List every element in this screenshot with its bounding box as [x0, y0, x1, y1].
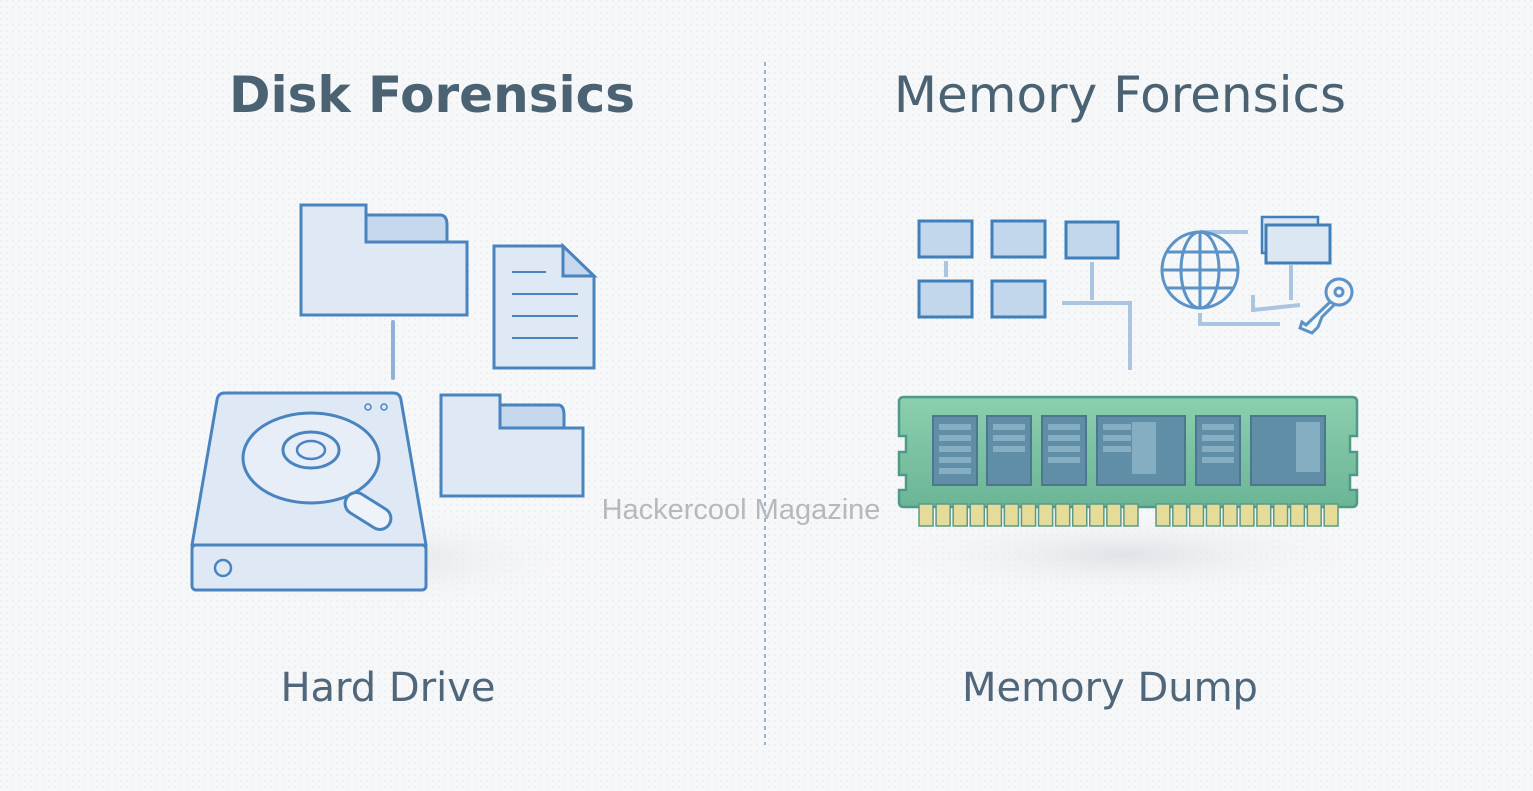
- ram-pin: [935, 503, 951, 527]
- ram-pin: [952, 503, 968, 527]
- document-icon: [492, 242, 598, 370]
- ram-pin: [1289, 503, 1306, 527]
- folder-icon: [439, 393, 585, 498]
- ram-pin: [1155, 503, 1171, 527]
- chip-line: [1202, 446, 1234, 452]
- chip-line: [939, 457, 971, 463]
- globe-icon: [1160, 230, 1240, 310]
- chip-line: [939, 446, 971, 452]
- memory-dump-caption: Memory Dump: [962, 665, 1258, 711]
- chip-line: [1048, 457, 1080, 463]
- disk-forensics-title: Disk Forensics: [229, 66, 635, 124]
- chip-line: [993, 424, 1025, 430]
- chip-line: [1048, 424, 1080, 430]
- ram-pin: [918, 503, 934, 527]
- ram-pin: [1123, 503, 1139, 527]
- ram-pin: [1020, 503, 1037, 527]
- memory-forensics-title: Memory Forensics: [894, 66, 1346, 124]
- chip-line: [939, 435, 971, 441]
- chip-line: [1202, 424, 1234, 430]
- ram-pin: [1272, 503, 1289, 527]
- ram-pin: [1205, 503, 1222, 527]
- ram-module-icon: [897, 395, 1359, 527]
- chip-line: [1202, 457, 1234, 463]
- ram-pin: [1188, 503, 1205, 527]
- ram-pin: [1172, 503, 1188, 527]
- chip-line: [1048, 435, 1080, 441]
- chip-line: [993, 435, 1025, 441]
- chip-line: [993, 446, 1025, 452]
- connectors: [944, 230, 1301, 370]
- windows-icon: [1260, 215, 1332, 265]
- folder-icon: [299, 203, 469, 317]
- ram-pin: [1071, 503, 1088, 527]
- ram-pin: [1306, 503, 1322, 527]
- hard-drive-caption: Hard Drive: [280, 665, 495, 711]
- ram-pin: [969, 503, 986, 527]
- key-icon: [1298, 277, 1354, 335]
- ram-pin: [1054, 503, 1071, 527]
- chip-line: [1103, 435, 1131, 441]
- ram-pin: [1106, 503, 1122, 527]
- chip-line: [939, 424, 971, 430]
- memory-illustration: [875, 215, 1375, 600]
- ram-pin: [986, 503, 1003, 527]
- process-blocks: [917, 219, 1120, 319]
- hard-drive-icon: [190, 391, 428, 592]
- chip-block: [1132, 422, 1156, 474]
- chip-line: [939, 468, 971, 474]
- chip-line: [1103, 446, 1131, 452]
- chip-line: [1048, 446, 1080, 452]
- ram-pin: [1256, 503, 1272, 527]
- ram-pin: [1037, 503, 1054, 527]
- ram-pin: [1003, 503, 1020, 527]
- chip-line: [1103, 424, 1131, 430]
- hard-drive-illustration: [180, 203, 598, 610]
- chip-line: [1202, 435, 1234, 441]
- ram-pin: [1089, 503, 1105, 527]
- ram-pin: [1323, 503, 1339, 527]
- chip-block: [1296, 422, 1320, 472]
- watermark: Hackercool Magazine: [602, 494, 881, 526]
- ram-pin: [1239, 503, 1255, 527]
- ram-pin: [1222, 503, 1238, 527]
